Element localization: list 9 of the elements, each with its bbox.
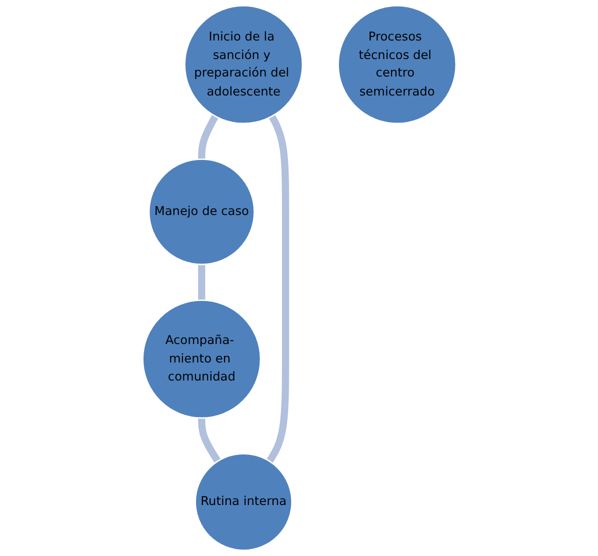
node-circle: Manejo de caso <box>148 158 255 266</box>
node-circle: Procesos técnicos del centro semicerrado <box>337 5 456 124</box>
connector <box>198 417 220 464</box>
node-circle: Rutina interna <box>194 452 292 551</box>
node-circle: Acompaña- miento en comunidad <box>142 300 261 419</box>
connector <box>198 114 218 160</box>
node-circle: Inicio de la sanción y preparación del adolescente <box>184 5 303 124</box>
connector <box>198 264 205 301</box>
connector <box>266 114 289 464</box>
